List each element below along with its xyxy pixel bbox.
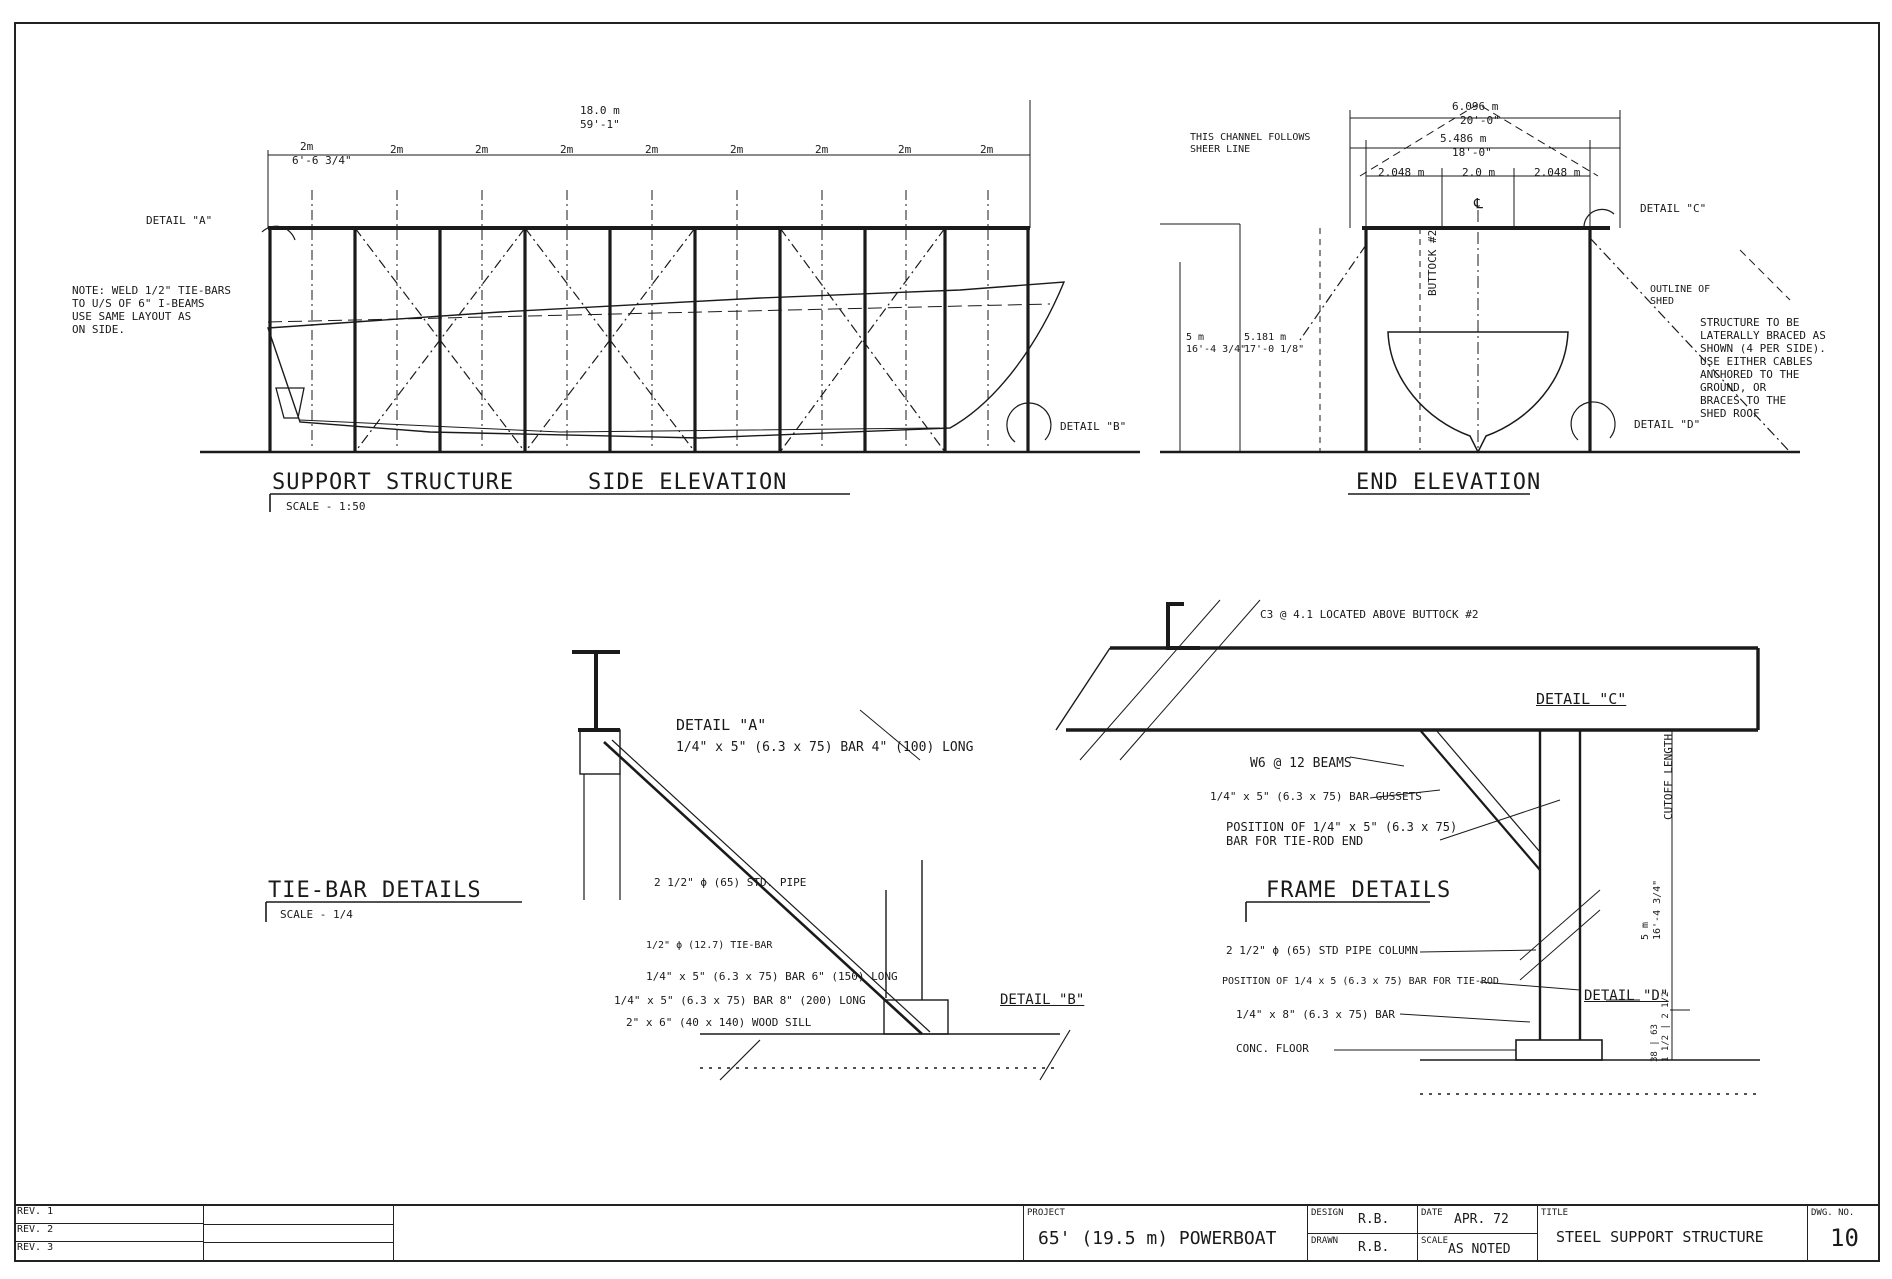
end-elevation-title: END ELEVATION: [1356, 470, 1542, 495]
tiebar-rod: 1/2" ϕ (12.7) TIE-BAR: [646, 940, 773, 951]
design-value: R.B.: [1358, 1212, 1390, 1227]
rev-1: REV. 1: [14, 1206, 204, 1224]
bracing-note: STRUCTURE TO BE LATERALLY BRACED AS SHOW…: [1700, 316, 1826, 420]
bay-dim-9: 2m: [980, 143, 994, 156]
design-label: DESIGN: [1311, 1208, 1344, 1218]
design-cell: DESIGN R.B. DRAWN R.B.: [1308, 1206, 1418, 1262]
project-label: PROJECT: [1027, 1208, 1065, 1218]
channel-note: THIS CHANNEL FOLLOWS SHEER LINE: [1190, 132, 1311, 155]
side-elevation-title: SIDE ELEVATION: [588, 470, 788, 495]
centerline-mark: ℄: [1474, 196, 1483, 212]
bay-dim-2: 2m: [390, 143, 404, 156]
frame-beams: W6 @ 12 BEAMS: [1250, 756, 1352, 771]
frame-base-dim: 38 | 63 1 1/2 | 2 1/2: [1650, 991, 1671, 1062]
dwg-no-value: 10: [1830, 1224, 1859, 1252]
date-label: DATE: [1421, 1208, 1443, 1218]
dwg-no-cell: DWG. NO. 10: [1808, 1206, 1878, 1262]
frame-gussets: 1/4" x 5" (6.3 x 75) BAR GUSSETS: [1210, 790, 1422, 803]
project-name: 65' (19.5 m) POWERBOAT: [1038, 1228, 1277, 1249]
end-inner-dim: 5.486 m: [1440, 132, 1487, 145]
frame-height: 5 m 16'-4 3/4": [1640, 879, 1663, 940]
detail-a-callout: DETAIL "A": [146, 214, 213, 227]
blank-cell: [394, 1206, 1024, 1262]
detail-d-callout: DETAIL "D": [1634, 418, 1701, 431]
drawn-value: R.B.: [1358, 1240, 1390, 1255]
end-total-dim-imperial: 20'-0": [1460, 114, 1500, 127]
title-cell: TITLE STEEL SUPPORT STRUCTURE: [1538, 1206, 1808, 1262]
drawn-label: DRAWN: [1311, 1236, 1339, 1246]
drawing-sheet: [14, 22, 1880, 1262]
side-total-dim-imperial: 59'-1": [580, 118, 620, 131]
tiebar-bar-8: 1/4" x 5" (6.3 x 75) BAR 8" (200) LONG: [614, 994, 866, 1007]
end-bay-3: 2.048 m: [1534, 166, 1581, 179]
frame-column: 2 1/2" ϕ (65) STD PIPE COLUMN: [1226, 944, 1419, 957]
detail-c-callout: DETAIL "C": [1640, 202, 1707, 215]
end-elevation-frame: [1160, 103, 1800, 454]
project-cell: PROJECT 65' (19.5 m) POWERBOAT: [1024, 1206, 1308, 1262]
frame-details-title: FRAME DETAILS: [1266, 878, 1452, 903]
revision-cell: REV. 1 REV. 2 REV. 3: [14, 1206, 204, 1262]
revision-notes-cell: [204, 1206, 394, 1262]
tiebar-sill: 2" x 6" (40 x 140) WOOD SILL: [626, 1016, 812, 1029]
support-structure-title: SUPPORT STRUCTURE: [272, 470, 515, 495]
tiebar-pipe: 2 1/2" ϕ (65) STD. PIPE: [654, 876, 807, 889]
frame-position-tie: POSITION OF 1/4" x 5" (6.3 x 75) BAR FOR…: [1226, 820, 1458, 848]
end-bay-2: 2.0 m: [1462, 166, 1496, 179]
scale-value: AS NOTED: [1448, 1242, 1511, 1257]
bay-dim-6: 2m: [730, 143, 744, 156]
end-total-dim: 6.096 m: [1452, 100, 1499, 113]
bay-dim-8: 2m: [898, 143, 912, 156]
date-value: APR. 72: [1454, 1212, 1509, 1227]
title-value: STEEL SUPPORT STRUCTURE: [1556, 1228, 1764, 1246]
frame-channel: C3 @ 4.1 LOCATED ABOVE BUTTOCK #2: [1260, 608, 1479, 621]
frame-detail-d: DETAIL "D": [1584, 988, 1669, 1004]
dwg-no-label: DWG. NO.: [1811, 1208, 1855, 1218]
scale-label: SCALE: [1421, 1236, 1449, 1246]
rev-2: REV. 2: [14, 1224, 204, 1242]
side-elevation-frame: [200, 100, 1140, 454]
frame-floor: CONC. FLOOR: [1236, 1042, 1309, 1055]
tiebar-detail-b: DETAIL "B": [1000, 992, 1085, 1008]
support-scale: SCALE - 1:50: [286, 500, 366, 513]
frame-position-bar: POSITION OF 1/4 x 5 (6.3 x 75) BAR FOR T…: [1222, 976, 1499, 987]
title-block: REV. 1 REV. 2 REV. 3 PROJECT 65' (19.5 m…: [14, 1204, 1880, 1262]
bay-first-dim: 2m: [300, 140, 314, 153]
end-height-a: 5 m 16'-4 3/4": [1186, 332, 1247, 355]
detail-b-callout: DETAIL "B": [1060, 420, 1127, 433]
end-height-b: 5.181 m 17'-0 1/8": [1244, 332, 1305, 355]
tiebar-bar-a: 1/4" x 5" (6.3 x 75) BAR 4" (100) LONG: [676, 740, 974, 755]
frame-bar8: 1/4" x 8" (6.3 x 75) BAR: [1236, 1008, 1395, 1021]
tiebar-scale: SCALE - 1/4: [280, 908, 353, 921]
end-bay-1: 2.048 m: [1378, 166, 1425, 179]
bay-first-dim-imperial: 6'-6 3/4": [292, 154, 352, 167]
tiebar-detail-a: DETAIL "A": [676, 716, 767, 734]
bay-dim-5: 2m: [645, 143, 659, 156]
weld-note: NOTE: WELD 1/2" TIE-BARS TO U/S OF 6" I-…: [72, 284, 231, 336]
bay-dim-3: 2m: [475, 143, 489, 156]
frame-detail: [1055, 599, 1760, 1095]
outline-shed-note: OUTLINE OF SHED: [1650, 284, 1711, 307]
tiebar-detail: [572, 650, 1071, 1081]
tiebar-details-title: TIE-BAR DETAILS: [268, 878, 482, 903]
title-label: TITLE: [1541, 1208, 1569, 1218]
side-total-dim: 18.0 m: [580, 104, 620, 117]
rev-3: REV. 3: [17, 1242, 54, 1253]
tiebar-bar-6: 1/4" x 5" (6.3 x 75) BAR 6" (150) LONG: [646, 970, 898, 983]
bay-dim-7: 2m: [815, 143, 829, 156]
frame-detail-c: DETAIL "C": [1536, 690, 1627, 708]
date-cell: DATE APR. 72 SCALE AS NOTED: [1418, 1206, 1538, 1262]
buttock-label: BUTTOCK #2: [1426, 229, 1439, 296]
end-inner-dim-imperial: 18'-0": [1452, 146, 1492, 159]
bay-dim-4: 2m: [560, 143, 574, 156]
frame-cutoff: CUTOFF LENGTH: [1662, 733, 1675, 820]
